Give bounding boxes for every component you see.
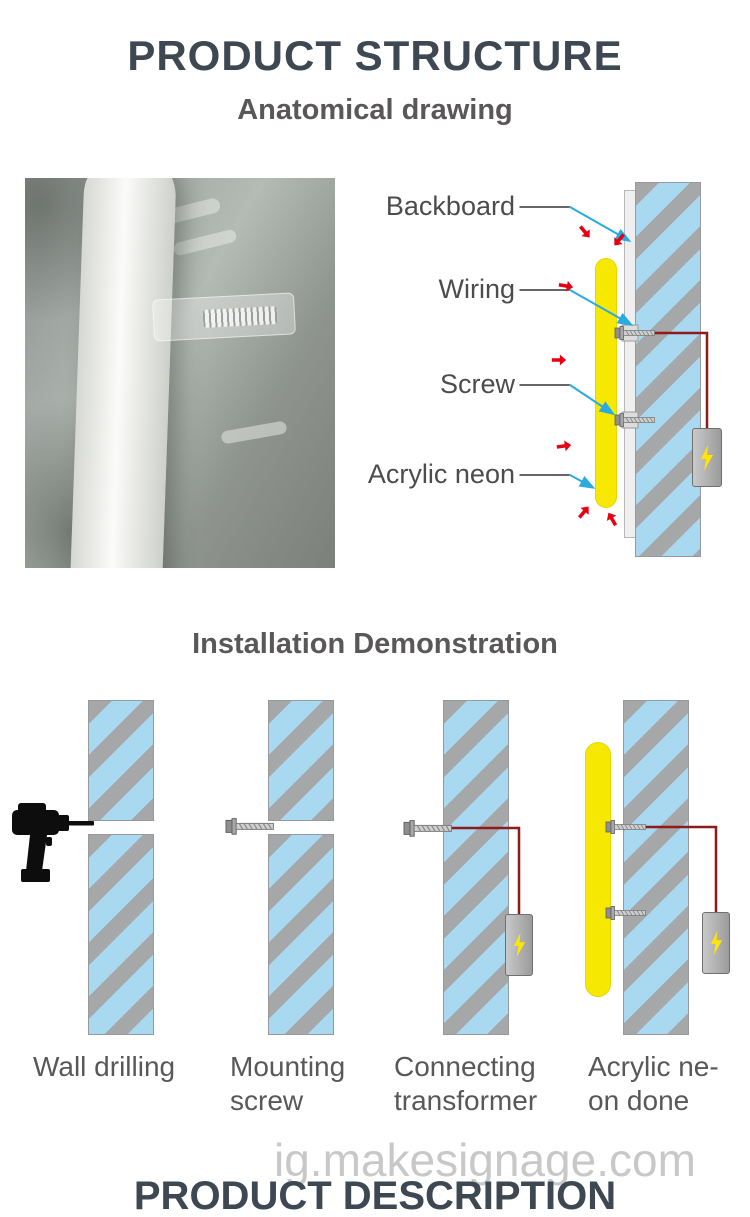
acrylic-neon-tube-photo	[68, 178, 178, 568]
acrylic-neon-graphic	[595, 258, 617, 508]
wall-step2-top	[268, 700, 334, 821]
installation-title: Installation Demonstration	[192, 628, 558, 660]
product-photo	[25, 178, 335, 568]
anatomy-subtitle: Anatomical drawing	[237, 94, 513, 126]
label-backboard: Backboard	[385, 191, 515, 221]
wall-step2-bottom	[268, 834, 334, 1035]
screw-graphic	[225, 817, 274, 835]
label-wiring: Wiring	[438, 274, 515, 304]
transformer-anatomy	[692, 428, 722, 487]
transformer-step4	[702, 912, 730, 974]
label-acrylic-neon: Acrylic neon	[367, 459, 515, 489]
lightning-icon	[513, 932, 525, 958]
drill-icon	[12, 803, 94, 882]
caption-acrylic-neon-done: Acrylic ne- on done	[588, 1051, 719, 1117]
acrylic-neon-step4	[585, 742, 611, 997]
caption-connecting-transformer: Connecting transformer	[394, 1051, 538, 1117]
caption-wall-drilling: Wall drilling	[33, 1051, 176, 1082]
ghost-screw	[220, 420, 288, 445]
wall-anatomy	[635, 182, 701, 557]
caption-mounting-screw: Mounting screw	[230, 1051, 346, 1117]
wall-step1-bottom	[88, 834, 154, 1035]
lightning-icon	[710, 930, 722, 956]
ghost-screw	[172, 228, 238, 257]
wall-step4	[623, 700, 689, 1035]
footer-title: PRODUCT DESCRIPTION	[133, 1174, 617, 1217]
wall-step1-top	[88, 700, 154, 821]
lightning-icon	[701, 444, 713, 471]
transformer-step3	[505, 914, 533, 976]
page-title: PRODUCT STRUCTURE	[127, 32, 623, 79]
watermark: ig.makesignage.com	[274, 1134, 696, 1186]
wall-step3	[443, 700, 509, 1035]
label-screw: Screw	[439, 369, 515, 399]
